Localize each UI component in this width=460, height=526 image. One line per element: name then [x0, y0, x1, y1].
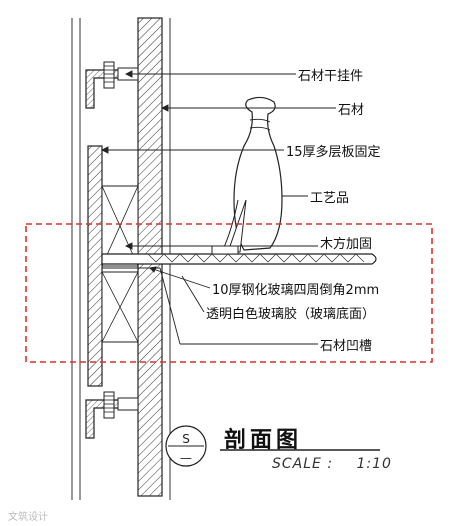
scale-label: SCALE :	[272, 456, 334, 472]
section-symbol-bottom: —	[180, 451, 192, 465]
label-stone-hanger: 石材干挂件	[298, 69, 364, 84]
scale-value: 1:10	[356, 456, 392, 472]
leader-lines	[100, 70, 336, 345]
watermark: 文筑设计	[8, 512, 48, 523]
label-glass: 10厚钢化玻璃四周倒角2mm	[212, 283, 380, 298]
stone-panel	[87, 145, 103, 387]
highlight-box	[25, 223, 433, 363]
stone-hanger-top	[85, 61, 139, 109]
label-glue: 透明白色玻璃胶（玻璃底面）	[206, 307, 376, 322]
artwork-vase	[221, 96, 283, 253]
label-groove: 石材凹槽	[320, 339, 373, 354]
stone-hanger-bottom	[85, 391, 139, 439]
section-symbol	[165, 425, 207, 467]
plywood-board	[101, 185, 139, 343]
section-symbol-top: S	[182, 432, 190, 446]
label-plywood: 15厚多层板固定	[286, 145, 381, 160]
left-edge-lines	[71, 18, 81, 500]
drawing-title: 剖面图	[224, 427, 303, 453]
label-stone: 石材	[338, 103, 365, 118]
drawing-scale: SCALE : 1:10	[272, 456, 392, 472]
label-wood-block: 木方加固	[320, 237, 373, 252]
label-artwork: 工艺品	[310, 191, 350, 206]
wood-block	[211, 245, 239, 255]
